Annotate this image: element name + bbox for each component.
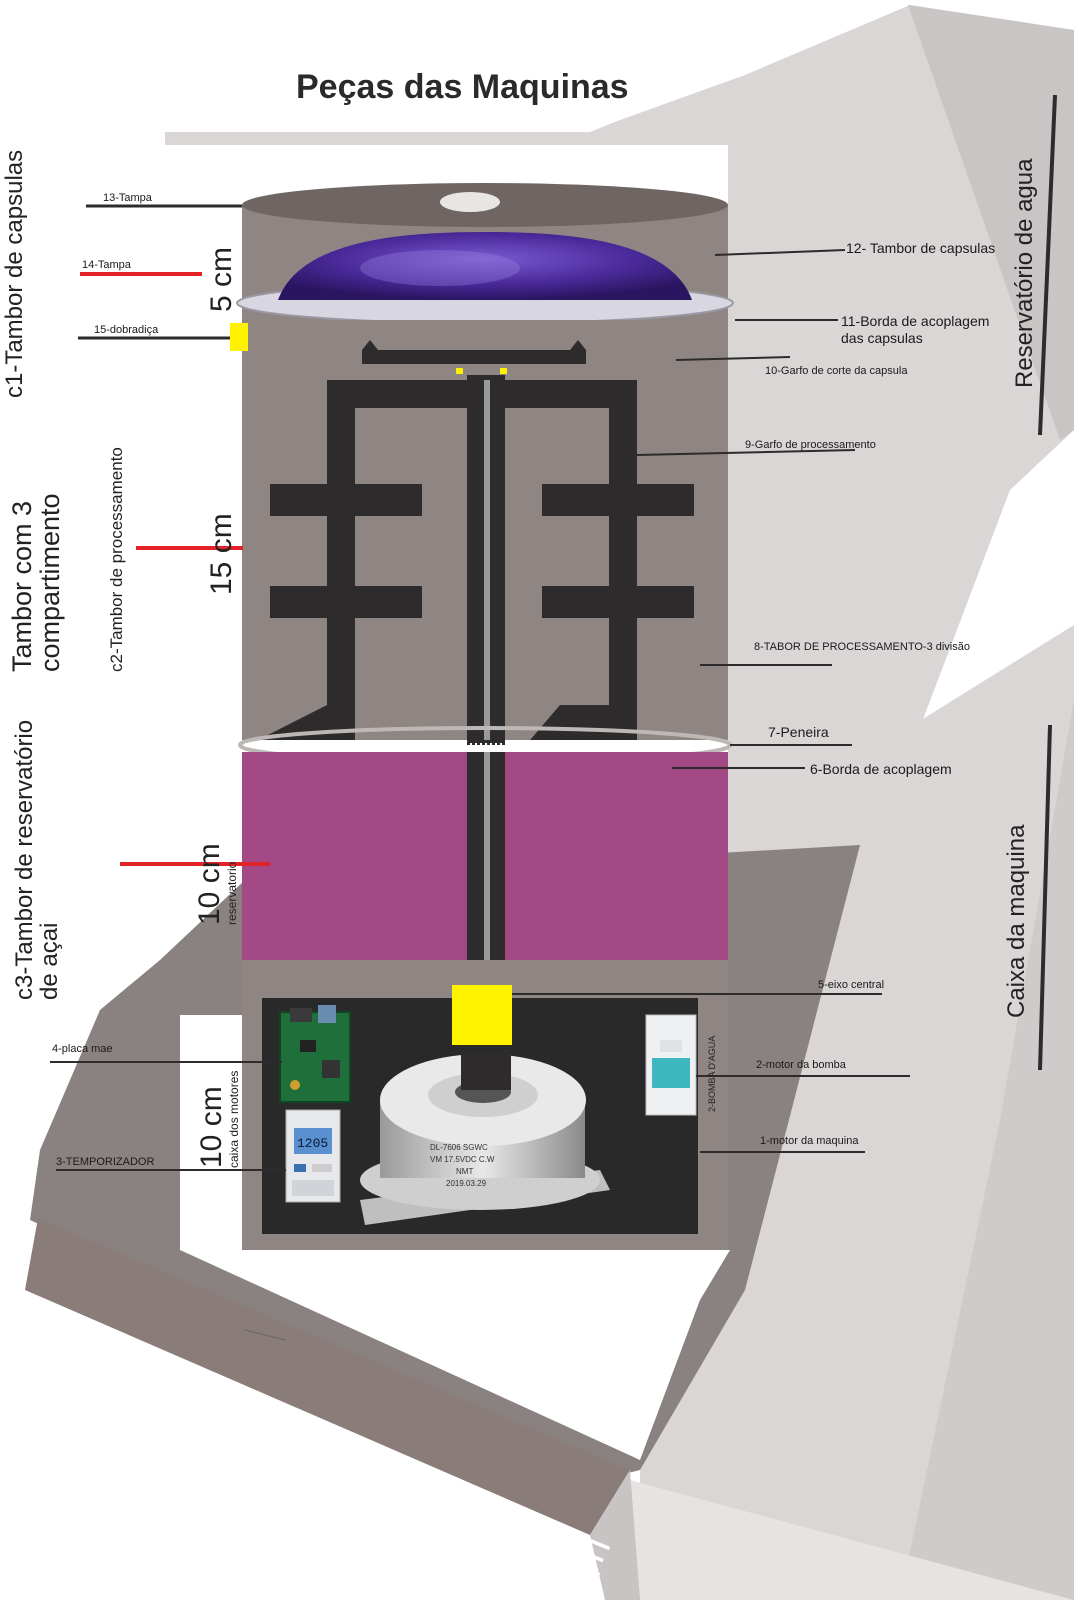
motherboard-image: [279, 1005, 351, 1103]
label-timer: 3-TEMPORIZADOR: [56, 1156, 155, 1168]
motor-text-2: VM 17.5VDC C.W: [430, 1155, 495, 1164]
dim-15cm: 15 cm: [205, 513, 238, 595]
label-central-shaft: 5-eixo central: [818, 979, 885, 991]
capsule-dome: [278, 232, 692, 300]
banner-tick: [244, 1329, 286, 1341]
dim-10cm-b: 10 cm: [195, 1086, 228, 1168]
label-capsule-rim-1: 11-Borda de acoplagem: [841, 313, 990, 329]
side-c3-line2: de açai: [36, 922, 64, 1000]
shaft-highlight: [484, 380, 490, 740]
rule-water-reservoir: [1038, 94, 1057, 436]
hinge-marker: [230, 323, 248, 351]
fork-pin-right: [500, 368, 507, 374]
label-machine-motor: 1-motor da maquina: [760, 1135, 859, 1147]
shaft-coupling: [461, 1050, 511, 1090]
label-lid: 13-Tampa: [103, 192, 152, 204]
label-cutting-fork: 10-Garfo de corte da capsula: [765, 365, 908, 377]
label-capsule-rim-2: das capsulas: [841, 330, 923, 346]
label-pump-motor: 2-motor da bomba: [756, 1059, 846, 1071]
cutting-fork: [362, 340, 586, 364]
water-reservoir-panel: [165, 5, 1074, 880]
side-drum3-line1: Tambor com 3: [7, 500, 37, 672]
side-drum3-line2: compartimento: [35, 493, 66, 672]
shaft-highlight-lower: [484, 752, 490, 1062]
leader-cutting-fork: [675, 356, 791, 361]
label-processing-fork: 9-Garfo de processamento: [745, 439, 876, 451]
motor-text-4: 2019.03.29: [446, 1179, 487, 1188]
label-hinge: 15-dobradiça: [94, 324, 159, 336]
label-motherboard: 4-placa mae: [52, 1043, 113, 1055]
rule-machine-case: [1038, 724, 1052, 1071]
leader-capsule-drum: [714, 249, 846, 256]
label-water-pump: 2-BOMBA D'AGUA: [707, 1035, 717, 1112]
label-capsule-drum: 12- Tambor de capsulas: [846, 240, 996, 256]
dim-5cm: 5 cm: [205, 246, 238, 312]
label-coupling-rim: 6-Borda de acoplagem: [810, 761, 952, 777]
dim-10cm-a: 10 cm: [193, 843, 226, 925]
fork-pin-left: [456, 368, 463, 374]
label-sieve: 7-Peneira: [768, 724, 829, 740]
central-shaft-marker: [452, 985, 512, 1045]
side-c3-line1: c3-Tambor de reservatório: [11, 719, 38, 1000]
label-lid2: 14-Tampa: [82, 259, 131, 271]
side-water-reservoir: Reservatório de agua: [1011, 158, 1038, 388]
side-c2: c2-Tambor de processamento: [107, 447, 126, 672]
motor-text-3: NMT: [456, 1167, 473, 1176]
dim-reservatorio: reservatorio: [225, 861, 239, 925]
lid-hole: [440, 192, 500, 212]
water-pump-image: [645, 1014, 697, 1116]
page-title: Peças das Maquinas: [296, 68, 629, 106]
timer-display: 1205: [297, 1136, 328, 1151]
motor-text-1: DL-7606 SGWC: [430, 1143, 488, 1152]
capsule-shine: [360, 250, 520, 286]
side-machine-case: Caixa da maquina: [1003, 824, 1030, 1018]
dim-caixa-motores: caixa dos motores: [227, 1070, 241, 1168]
machine-motor-image: DL-7606 SGWC VM 17.5VDC C.W NMT 2019.03.…: [360, 1054, 610, 1225]
side-c1: c1-Tambor de capsulas: [1, 149, 28, 398]
timer-image: 1205: [285, 1109, 341, 1203]
banner-strip: [25, 1218, 640, 1600]
label-processing-drum: 8-TABOR DE PROCESSAMENTO-3 divisão: [754, 641, 970, 653]
leader-processing-fork: [636, 449, 856, 456]
